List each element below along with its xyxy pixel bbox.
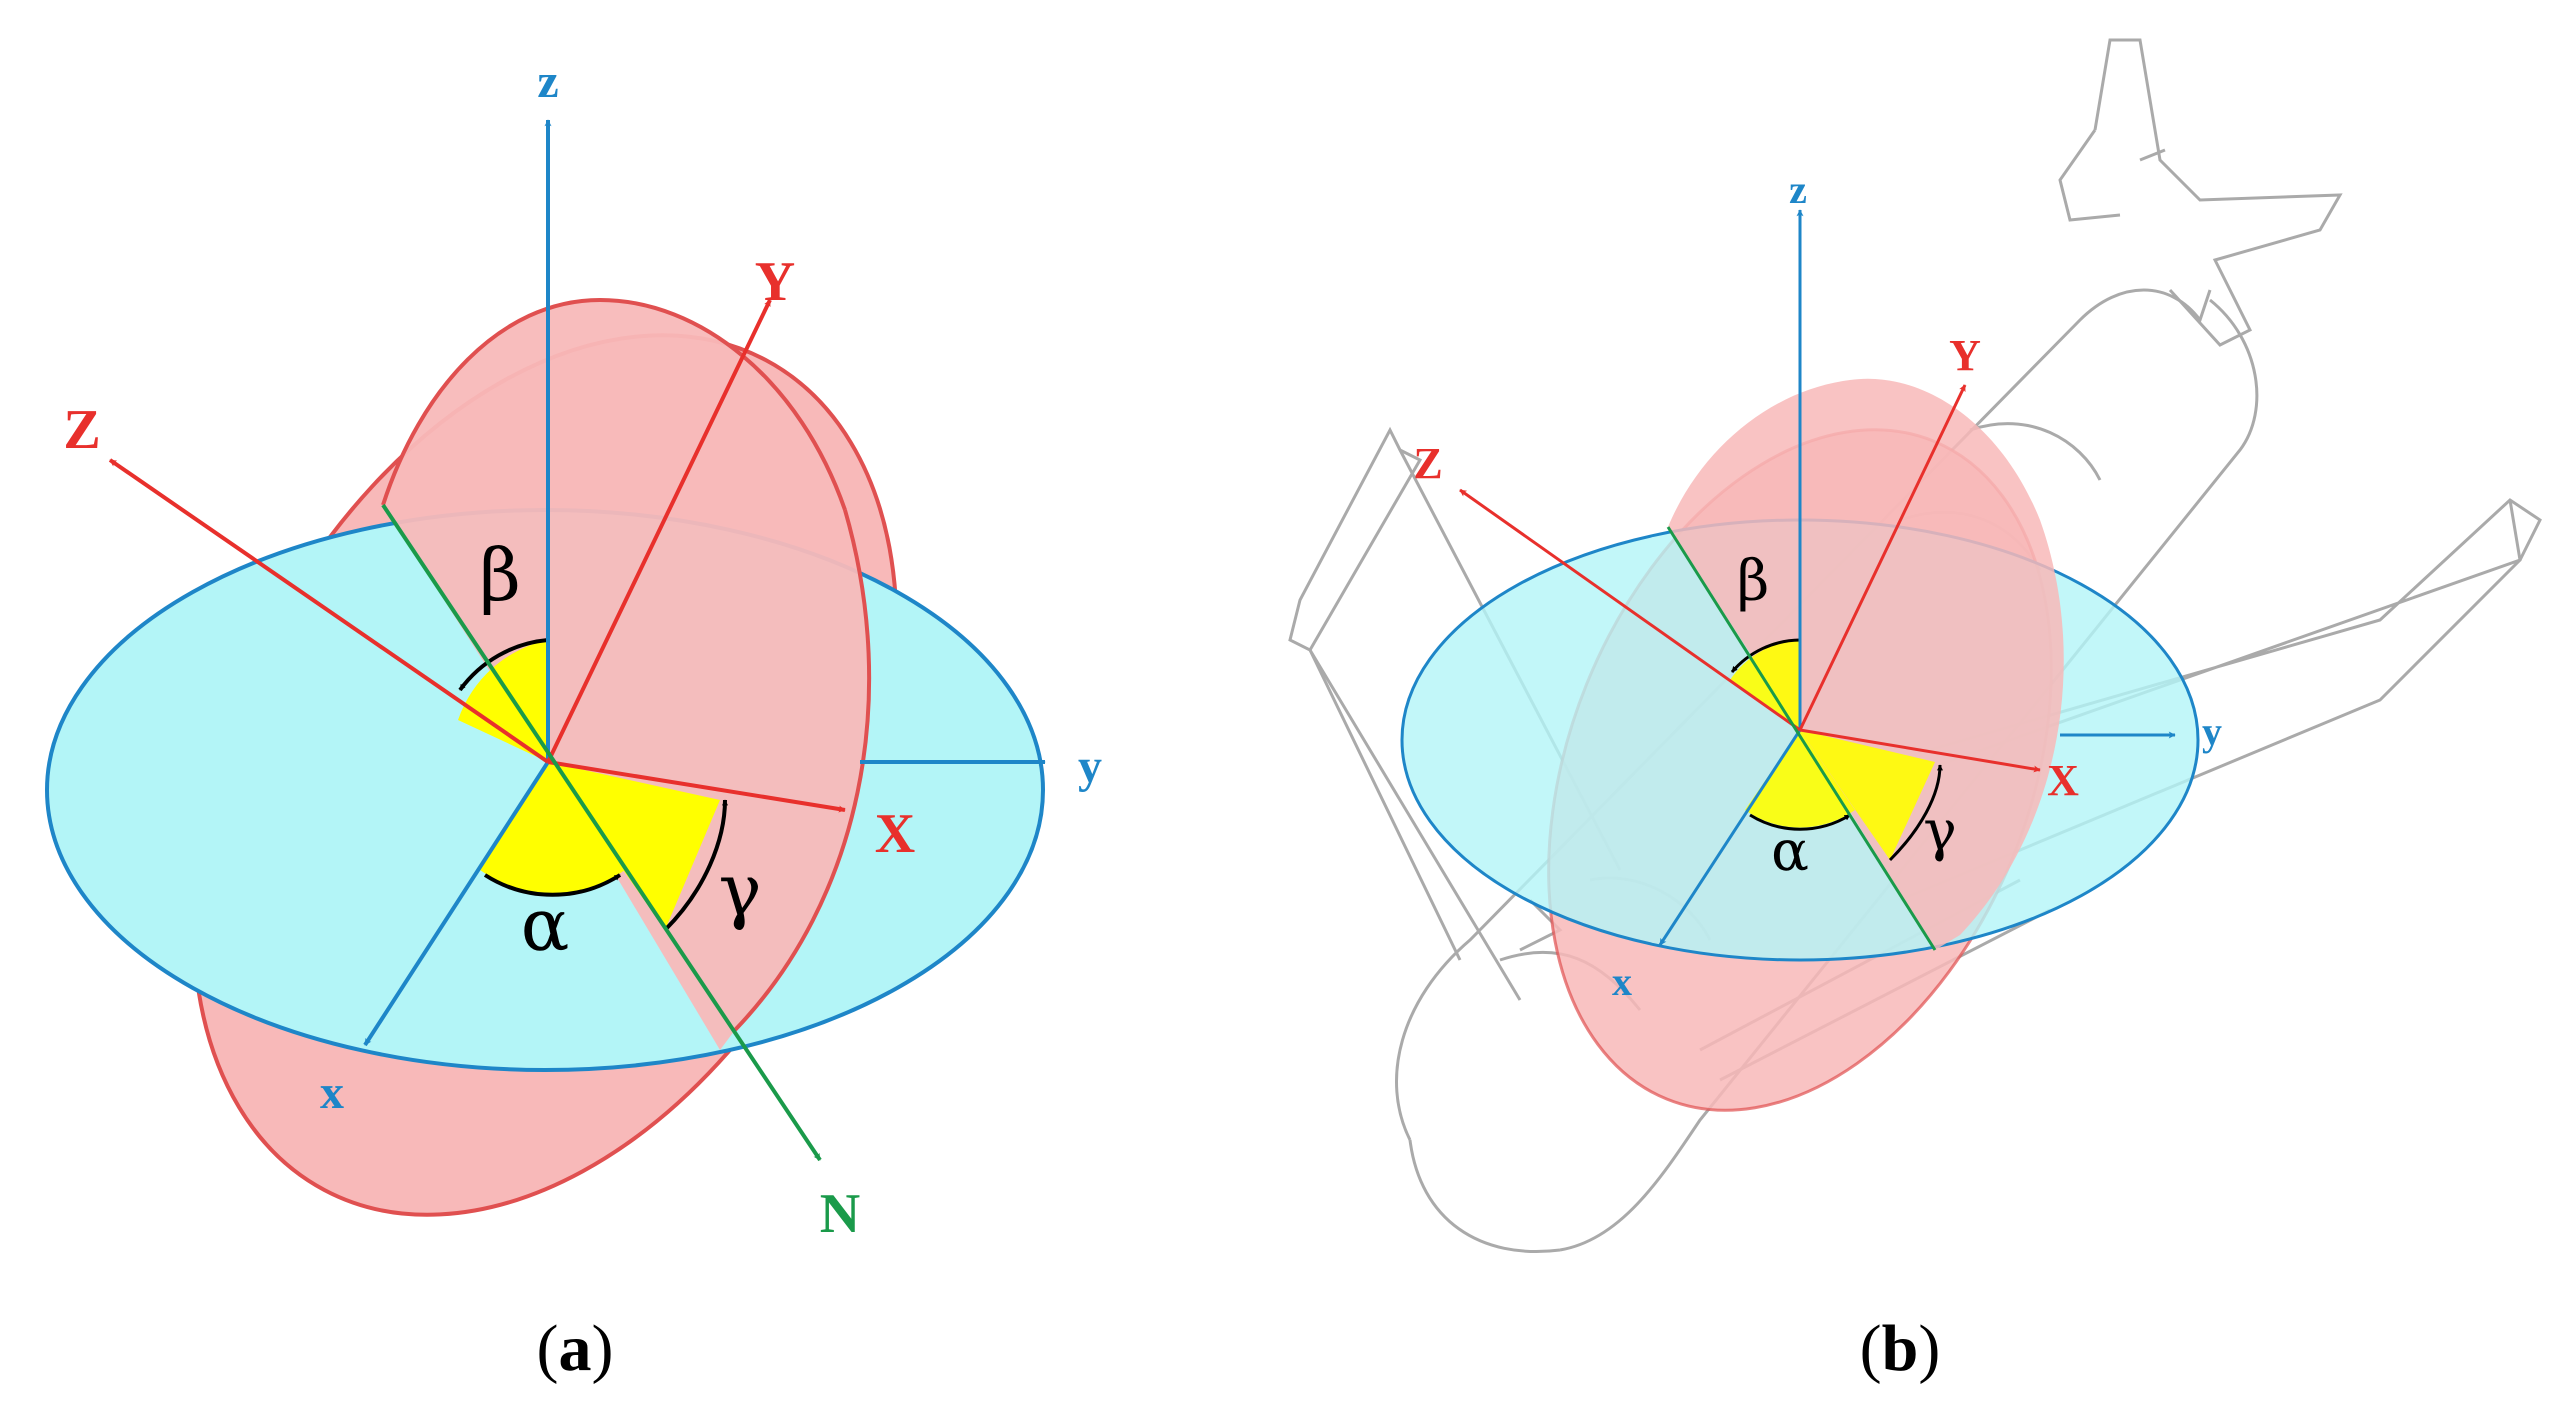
axis-label-X-b: X <box>2047 756 2079 805</box>
alpha-wedge <box>480 762 625 894</box>
axis-label-y-b: y <box>2202 709 2222 754</box>
angle-label-beta-b: β <box>1737 549 1769 614</box>
panel-b: z y x Y X Z β α γ <box>1288 38 2542 1253</box>
caption-a: (a) <box>537 1312 614 1385</box>
node-line-label-N: N <box>820 1183 860 1245</box>
axis-label-z: z <box>537 55 558 108</box>
gamma-wedge <box>548 762 720 930</box>
axis-label-Z-b: Z <box>1413 439 1442 488</box>
axis-label-X: X <box>875 803 915 865</box>
axis-label-x: x <box>320 1066 344 1119</box>
angle-label-beta: β <box>479 533 521 617</box>
panel-a: z y x Y X Z N β α γ <box>45 55 1102 1245</box>
axis-label-Y: Y <box>755 251 795 313</box>
axis-label-z-b: z <box>1789 167 1807 212</box>
angle-label-gamma-b: γ <box>1923 799 1956 864</box>
angle-label-gamma: γ <box>718 848 761 932</box>
caption-b: (b) <box>1860 1312 1941 1385</box>
axis-label-Z: Z <box>63 399 100 461</box>
axis-label-y: y <box>1078 740 1102 793</box>
beta-wedge <box>458 640 548 762</box>
rotated-plane-front <box>383 300 870 1050</box>
angle-label-alpha: α <box>521 883 570 967</box>
angle-label-alpha-b: α <box>1771 819 1809 884</box>
axis-label-Y-b: Y <box>1949 331 1981 380</box>
axis-label-x-b: x <box>1612 959 1632 1004</box>
